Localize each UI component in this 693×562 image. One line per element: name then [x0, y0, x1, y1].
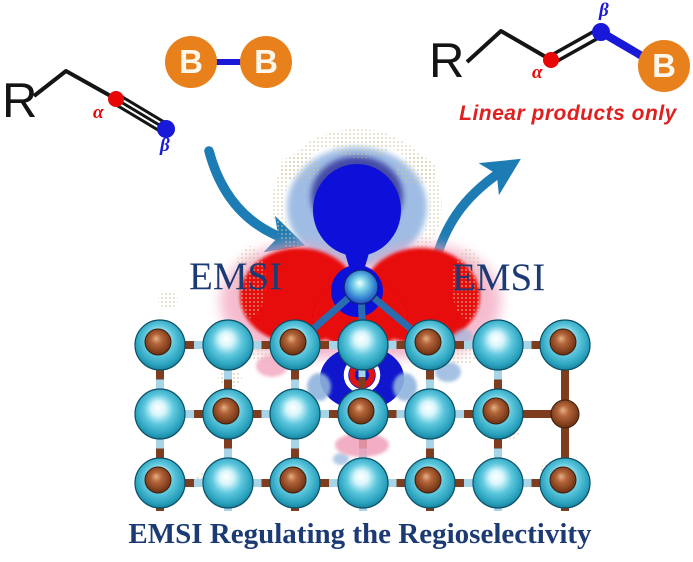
cyan-atom — [404, 388, 456, 440]
reactant-beta-label: β — [160, 135, 170, 156]
product-r-label: R — [429, 34, 465, 88]
brown-atom — [347, 397, 375, 425]
reactant-r-label: R — [2, 74, 38, 128]
brown-atom — [144, 466, 172, 494]
brown-atom — [549, 328, 577, 356]
brown-atom — [549, 466, 577, 494]
boron-letter: B — [179, 43, 203, 80]
reaction-arrow-out — [431, 158, 521, 264]
brown-atom — [212, 397, 240, 425]
brown-atom — [482, 397, 510, 425]
cyan-atom — [337, 457, 389, 509]
boron-letter: B — [652, 47, 676, 84]
brown-atom — [144, 328, 172, 356]
alpha-carbon-dot — [108, 91, 124, 107]
brown-atom — [550, 399, 580, 429]
cyan-atom — [202, 457, 254, 509]
brown-atom — [279, 466, 307, 494]
lattice-atom-layer — [134, 269, 591, 509]
boron-letter: B — [254, 43, 278, 80]
emsi-label-right: EMSI — [452, 256, 546, 299]
adatom — [343, 269, 379, 305]
beta-carbon-dot — [592, 23, 610, 41]
reaction-arrow-in — [204, 146, 306, 253]
brown-atom — [414, 328, 442, 356]
product-beta-label: β — [599, 0, 609, 21]
cyan-atom — [472, 319, 524, 371]
emsi-label-left: EMSI — [189, 255, 283, 298]
single-bonds — [465, 29, 553, 64]
cyan-atom — [337, 319, 389, 371]
cyan-atom — [472, 457, 524, 509]
reactant-alpha-label: α — [93, 102, 104, 123]
double-bond — [548, 26, 604, 66]
figure-caption: EMSI Regulating the Regioselectivity — [128, 518, 592, 550]
alpha-carbon-dot — [543, 52, 559, 68]
boron-atom-right: B — [240, 36, 292, 88]
brown-atom — [414, 466, 442, 494]
boron-atom-left: B — [165, 36, 217, 88]
cyan-atom — [134, 388, 186, 440]
cyan-atom — [202, 319, 254, 371]
single-bonds — [32, 69, 117, 101]
beta-carbon-dot — [157, 120, 175, 138]
reactant-structure — [32, 69, 175, 138]
product-structure — [465, 23, 651, 68]
triple-bond — [112, 93, 170, 135]
product-boron-atom: B — [638, 40, 690, 92]
product-alpha-label: α — [532, 62, 543, 83]
brown-atom — [279, 328, 307, 356]
cyan-atom — [269, 388, 321, 440]
linear-products-note: Linear products only — [459, 102, 677, 125]
